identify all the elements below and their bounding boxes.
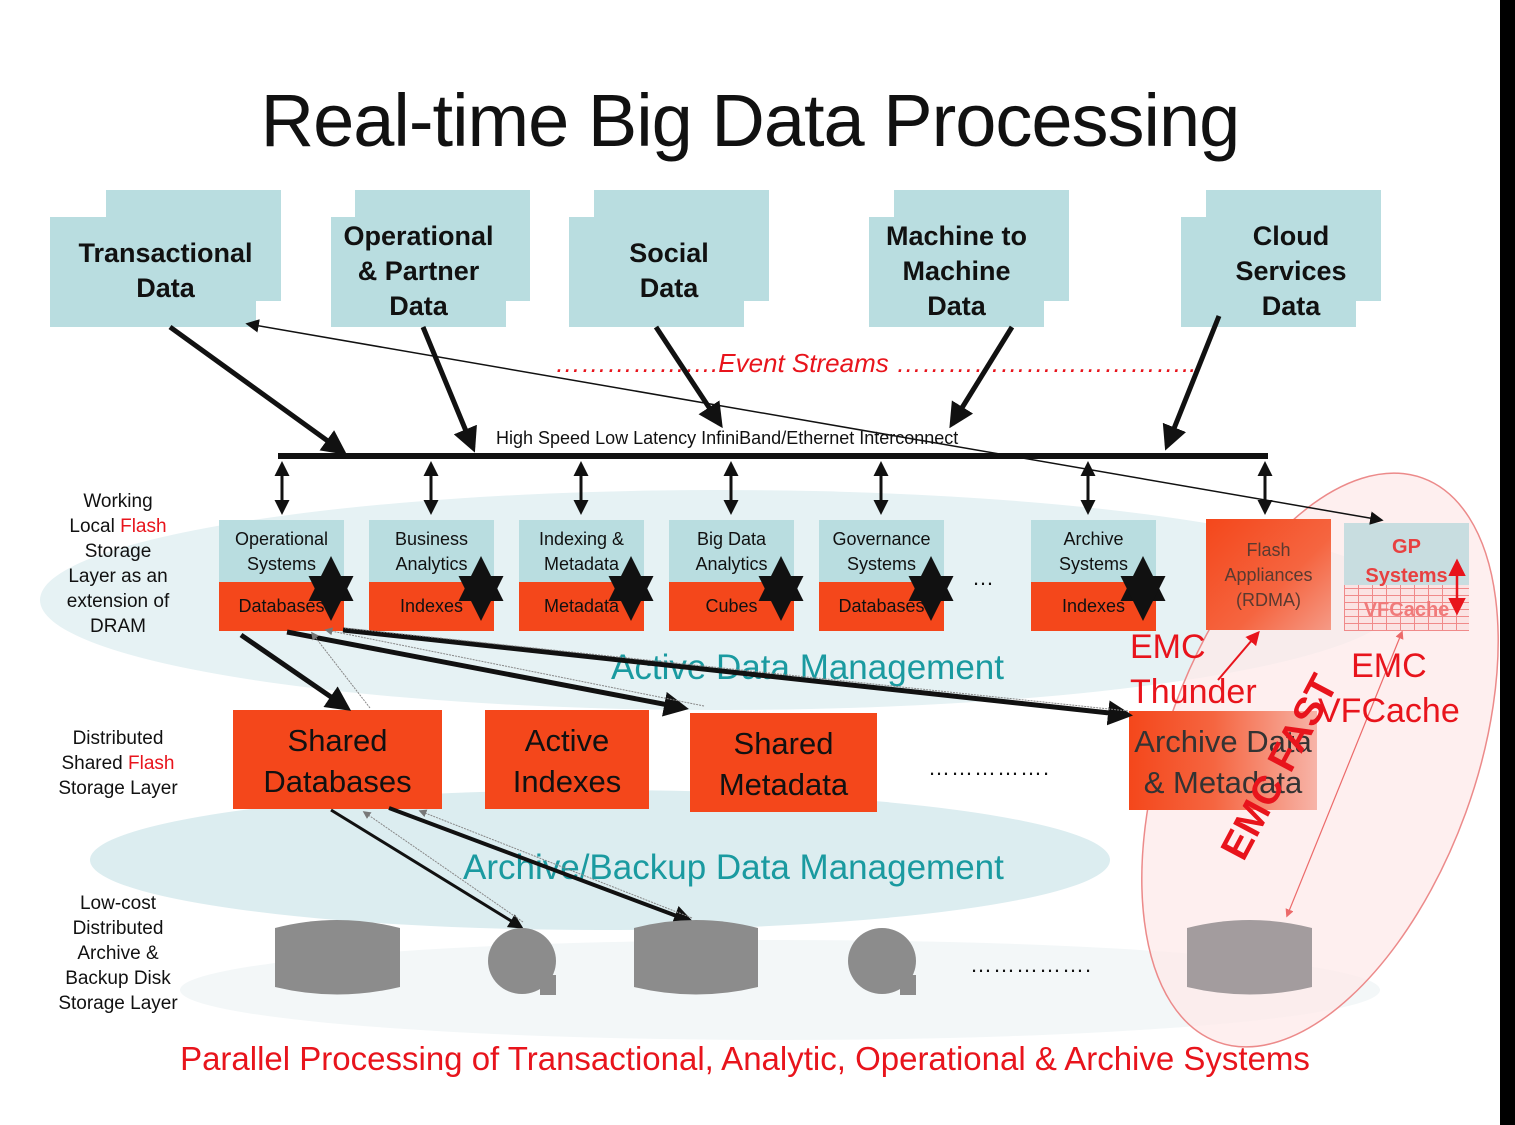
arrow-vfcache-disk [1285,630,1404,918]
source-label: Transactional Data [78,238,253,303]
layer-label-working-flash: Working Local Flash Storage Layer as an … [66,491,170,637]
disk-1 [275,920,400,995]
shared-databases-box: Shared Databases [233,710,442,809]
source-operational-partner: Operational & Partner Data [331,190,530,327]
arrow-db-shared-databases [239,632,352,711]
source-label: Social Data [629,238,709,303]
disk-2 [488,928,556,995]
source-cloud-services: Cloud Services Data [1181,190,1381,327]
layer-label-lowcost-disk: Low-cost Distributed Archive & Backup Di… [58,893,178,1014]
return-shared-metadata [324,627,705,707]
shared-metadata-box: Shared Metadata [690,713,877,812]
source-transactional: Transactional Data [50,190,281,327]
active-indexes-box: Active Indexes [485,710,649,809]
emc-vfcache-label: EMC VFCache [1318,647,1460,730]
disk-3 [634,920,758,995]
swoosh-bottom [180,940,1380,1040]
arrow-db-archive-data [342,627,1133,726]
source-machine-to-machine: Machine to Machine Data [869,190,1069,327]
arrow-db-shared-metadata [286,629,689,717]
layer-label-distributed-flash: Distributed Shared Flash Storage Layer [58,728,178,799]
emc-thunder-label: EMC Thunder [1130,628,1257,711]
return-from-disk-3 [418,809,693,919]
bus-drops [274,461,1273,515]
right-edge-bar [1500,0,1515,1125]
source-label: Operational & Partner Data [343,221,494,321]
arrow-cloud-services [1162,315,1222,451]
arrow-transactional [168,324,348,455]
disk-ellipsis: ……………. [970,952,1093,977]
flash-appliances-label: Flash Appliances (RDMA) [1224,540,1313,610]
systems-ellipsis: … [972,565,995,590]
shared-ellipsis: ……………. [928,755,1051,780]
arrow-machine-to-machine [949,325,1015,429]
arrow-thunder-to-flash [1217,630,1260,681]
gp-systems-label: GP Systems [1365,536,1448,587]
system-operational: Operational Systems Databases [219,520,344,631]
arrow-social [653,325,723,429]
flash-appliances-box: Flash Appliances (RDMA) [1206,519,1331,630]
source-label: Machine to Machine Data [885,221,1027,321]
return-shared-databases [311,631,371,709]
vfcache-brick-pattern [1344,585,1469,631]
system-double-arrows [308,556,1166,621]
disk-4 [848,928,916,995]
swoosh-archive [90,790,1110,930]
arrow-transactional-gp [245,319,1384,525]
arrow-operational-partner [420,326,477,453]
page-title: Real-time Big Data Processing [260,79,1241,162]
arrow-to-disk-3 [388,806,694,925]
source-label: Cloud Services Data [1235,221,1347,321]
arrow-to-disk-2 [330,808,524,929]
system-top-label: Business Analytics [369,520,494,582]
disk-emc [1187,920,1312,995]
footer-caption: Parallel Processing of Transactional, An… [180,1040,1310,1077]
return-from-disk-2 [362,811,524,923]
gp-systems-box: GP Systems VFCache [1344,523,1469,631]
source-social: Social Data [569,190,769,327]
vfcache-label: VFCache [1363,599,1450,621]
return-archive-data [344,627,1129,712]
